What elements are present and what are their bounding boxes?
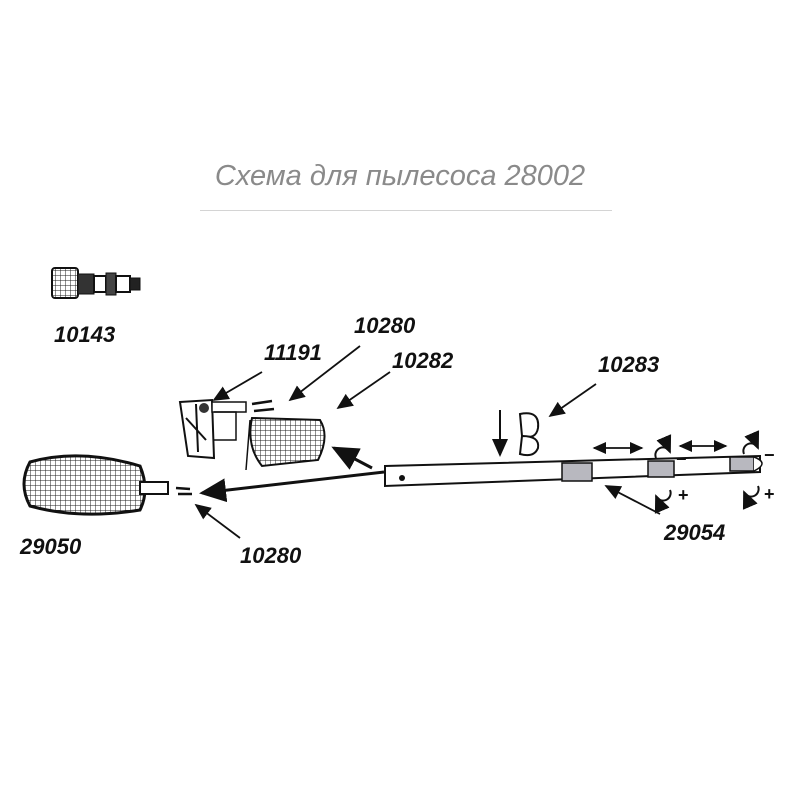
rotation-arrows: [654, 430, 760, 514]
label-29054: 29054: [664, 520, 726, 545]
label-29050: 29050: [20, 534, 82, 559]
leader-arrows: [194, 345, 661, 539]
pins-10280-bottom: [175, 486, 192, 496]
tighten-plus-1: +: [678, 485, 689, 505]
tighten-plus-2: +: [764, 484, 775, 504]
label-10283: 10283: [598, 352, 660, 377]
hose-connector-10143: [51, 267, 141, 299]
label-10280-bottom: 10280: [240, 543, 302, 568]
tighten-minus-1: −: [676, 449, 687, 469]
pins-10280-top: [251, 399, 275, 413]
mesh-bag-10282: [245, 416, 326, 471]
label-10282: 10282: [392, 348, 454, 373]
label-11191: 11191: [264, 340, 322, 365]
label-10280-top: 10280: [354, 313, 416, 338]
tighten-minus-2: −: [764, 445, 775, 465]
telescopic-pole-29054: [384, 454, 763, 488]
vacuum-head-11191: [178, 398, 247, 460]
label-10143: 10143: [54, 322, 116, 347]
page-title: Схема для пылесоса 28002: [214, 160, 586, 192]
title-divider: [200, 210, 612, 211]
extension-arrows: [592, 440, 728, 454]
clip-10283: [518, 412, 540, 457]
skimmer-net-29050: [22, 454, 169, 516]
